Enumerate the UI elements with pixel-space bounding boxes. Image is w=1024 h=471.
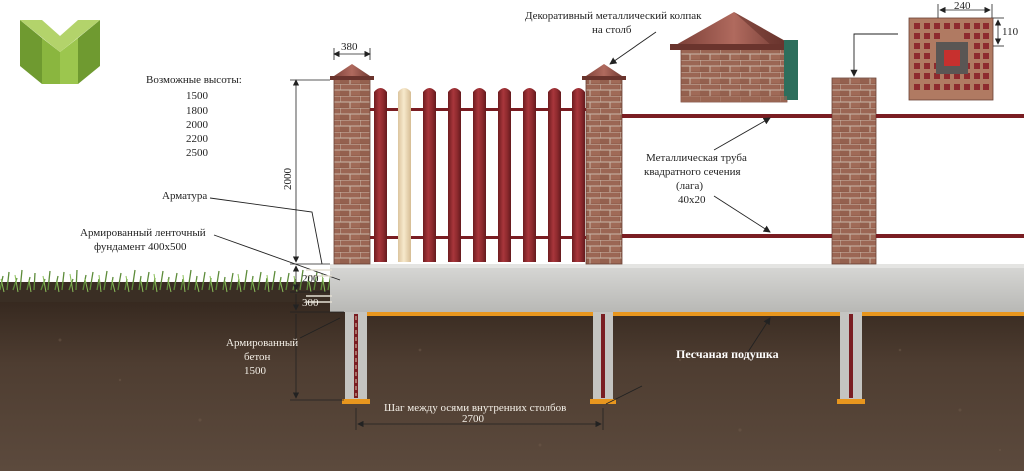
dimension-lines [290,4,1004,430]
fence-height-value: 2000 [282,168,294,191]
sand-cushion [345,311,1024,316]
pickets [374,88,585,262]
post-cap-middle [582,64,626,80]
strip-label-line1: Армированный ленточный [80,227,206,239]
height-option-4: 2200 [186,133,209,145]
brick-cross-section [908,17,994,101]
brick-post-left [333,77,371,265]
concrete-label-line1: Армированный [226,337,298,349]
rebar-stubs [306,269,332,303]
brick-post-middle [585,77,623,265]
picket-light [398,88,411,262]
sand-label: Песчаная подушка [676,347,779,361]
pipe-label-line1: Металлическая труба [646,152,747,164]
pipe-label-line4: 40х20 [678,194,706,206]
post-cap-left [330,64,374,80]
above-ground-value: 200 [302,273,319,285]
picket [498,88,511,262]
picket [423,88,436,262]
concrete-label-line3: 1500 [244,365,267,377]
concrete-piles [342,312,865,404]
cap-closeup [670,12,798,103]
picket [523,88,536,262]
pipe-label-line2: квадратного сечения [644,166,741,178]
pipe-label-line3: (лага) [676,180,703,192]
strip-foundation [330,264,1024,312]
cap-label-line1: Декоративный металлический колпак [525,10,702,22]
picket [374,88,387,262]
brick-height-value: 110 [1002,26,1019,38]
cap-label-line2: на столб [592,24,632,36]
height-option-1: 1500 [186,90,209,102]
leader-lines [209,31,898,405]
strip-label-line2: фундамент 400х500 [94,241,187,253]
picket [548,88,561,262]
step-label-line2: 2700 [462,413,485,425]
picket [448,88,461,262]
concrete-label-line2: бетон [244,351,270,363]
picket [473,88,486,262]
step-label-line1: Шаг между осями внутренних столбов [384,402,566,414]
brick-width-value: 240 [954,0,971,12]
rebar-label: Арматура [162,190,207,202]
height-option-2: 1800 [186,105,209,117]
height-option-5: 2500 [186,147,209,159]
brick-post-right [831,77,877,265]
possible-heights-title: Возможные высоты: [146,74,242,86]
logo-icon [20,20,100,84]
post-width-value: 380 [341,41,358,53]
below-ground-value: 300 [302,297,319,309]
picket [572,88,585,262]
height-option-3: 2000 [186,119,209,131]
